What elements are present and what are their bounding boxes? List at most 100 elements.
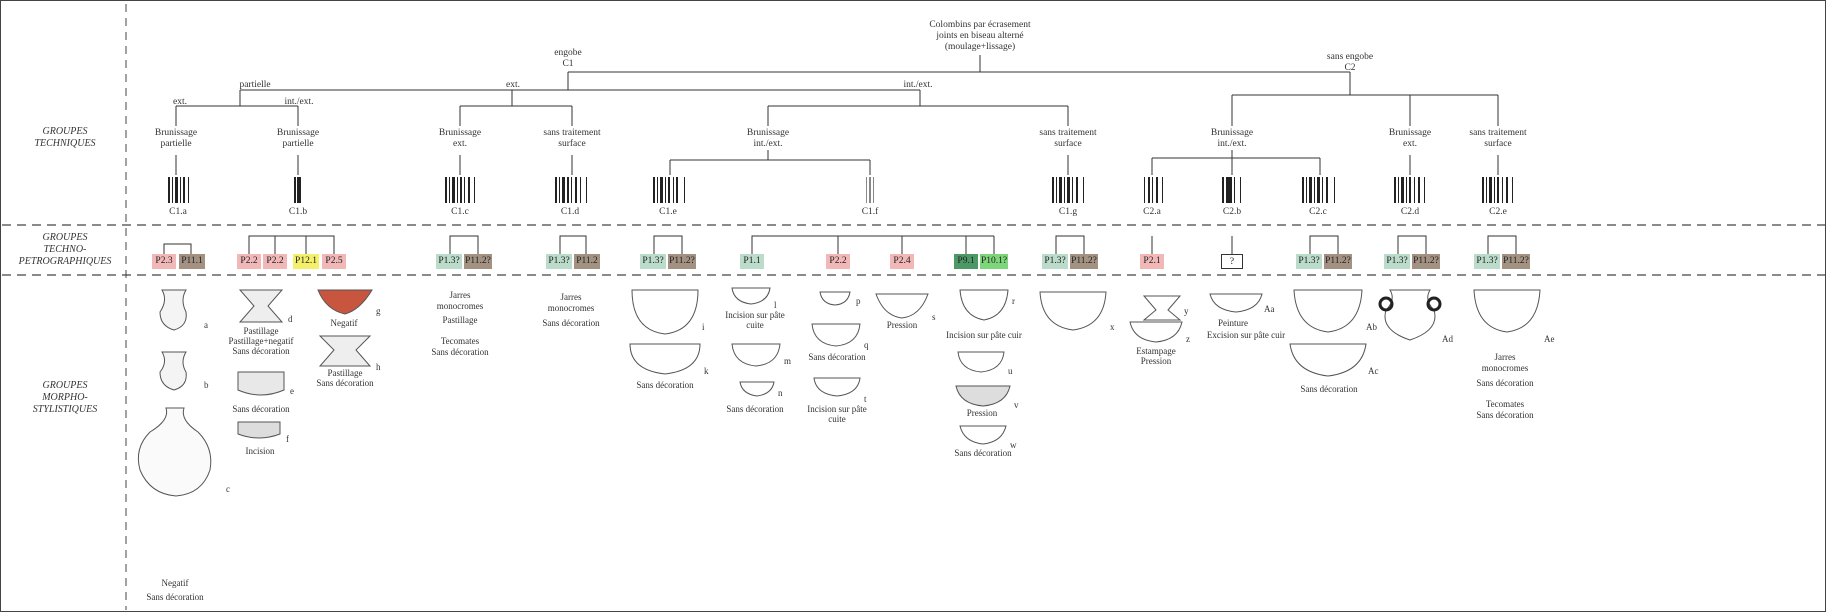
- vessel-caption: Pastillage: [327, 368, 363, 378]
- vessel-letter: e: [290, 386, 294, 396]
- vessel-letter: u: [1008, 366, 1013, 376]
- petro-box: P2.2: [237, 254, 261, 269]
- group-code: C1.d: [560, 207, 580, 217]
- side-label-line: TECHNO-: [43, 244, 87, 255]
- tech-line: Brunissage: [1210, 128, 1254, 138]
- group-code: C1.e: [659, 207, 677, 217]
- branch-int-ext-mid: int./ext.: [903, 80, 933, 90]
- tech-line: surface: [1484, 139, 1512, 149]
- morpho-text-c1d: Jarres monocromes Sans décoration: [538, 292, 604, 329]
- tech-line: Brunissage: [1388, 128, 1432, 138]
- tech-line: partielle: [160, 139, 192, 149]
- petro-box: P1.3?: [436, 254, 462, 269]
- vessel-caption: Sans décoration: [232, 404, 290, 414]
- morpho-line: monocromes: [436, 301, 484, 311]
- morpho-line: Sans décoration: [1476, 378, 1534, 388]
- vessel-letter: p: [856, 296, 861, 306]
- morpho-line: Jarres: [1494, 352, 1516, 362]
- morpho-text-c2e: Jarres monocromes Sans décoration Tecoma…: [1470, 352, 1540, 421]
- vessel-caption: cuite: [828, 414, 846, 424]
- group-code: C2.a: [1143, 207, 1161, 217]
- vessel-letter: a: [204, 320, 208, 330]
- vessel-caption: Pastillage+negatif: [228, 336, 294, 346]
- vessel-caption: Incision sur pâte cuir: [946, 330, 1022, 340]
- branch-partielle: partielle: [239, 80, 271, 90]
- vessel-letter: Ac: [1368, 366, 1379, 376]
- petro-box: P1.3?: [1296, 254, 1322, 269]
- side-label-line: STYLISTIQUES: [32, 404, 98, 415]
- vessel-letter: x: [1110, 322, 1115, 332]
- morpho-line: Pastillage: [442, 315, 478, 325]
- side-label-petrographiques: GROUPES TECHNO- PETROGRAPHIQUES: [10, 232, 120, 268]
- tech-line: ext.: [453, 139, 467, 149]
- vessel-caption: Incision sur pâte: [725, 310, 785, 320]
- vessel-letter: c: [226, 484, 230, 494]
- petro-box: ?: [1221, 254, 1243, 269]
- morpho-line: Jarres: [560, 292, 582, 302]
- group-code: C1.g: [1058, 207, 1078, 217]
- side-label-line: MORPHO-: [42, 392, 88, 403]
- vessel-letter: q: [864, 340, 869, 350]
- petro-box: P12.1: [293, 254, 319, 269]
- vessel-letter: g: [376, 306, 381, 316]
- petro-box: P1.3?: [1384, 254, 1410, 269]
- group-code: C2.c: [1309, 207, 1327, 217]
- group-code: C1.c: [451, 207, 469, 217]
- vessel-caption: Negatif: [330, 318, 358, 328]
- vessel-letter: s: [932, 312, 936, 322]
- tech-line: Brunissage: [438, 128, 482, 138]
- morpho-line: monocromes: [1481, 363, 1529, 373]
- tech-line: Brunissage: [746, 128, 790, 138]
- vessel-caption: Pression: [886, 320, 918, 330]
- vessel-caption: Sans décoration: [726, 404, 784, 414]
- vessel-caption: Sans décoration: [232, 346, 290, 356]
- vessel-letter: m: [784, 356, 792, 366]
- side-label-line: PETROGRAPHIQUES: [18, 256, 112, 267]
- vessel-caption: Incision: [245, 446, 275, 456]
- vessel-caption: Sans décoration: [1300, 384, 1358, 394]
- tech-line: sans traitement: [1469, 128, 1527, 138]
- tech-line: sans traitement: [1039, 128, 1097, 138]
- vessel-letter: Ae: [1544, 334, 1555, 344]
- vessel-letter: h: [376, 362, 381, 372]
- vessel-caption: Excision sur pâte cuir: [1206, 330, 1286, 340]
- side-label-line: GROUPES: [42, 126, 88, 137]
- branch-ext-mid: ext.: [506, 80, 520, 90]
- petro-box: P2.1: [1140, 254, 1164, 269]
- vessel-caption: Sans décoration: [954, 448, 1012, 458]
- vessel-letter: v: [1014, 400, 1019, 410]
- tech-line: sans traitement: [543, 128, 601, 138]
- morpho-line: Tecomates: [1485, 399, 1525, 409]
- morpho-line: Tecomates: [440, 336, 480, 346]
- sans-engobe-label: sans engobe C2: [1310, 52, 1390, 74]
- petro-box: P9.1: [954, 254, 978, 269]
- group-code: C2.d: [1400, 207, 1420, 217]
- petro-box: P1.3?: [640, 254, 666, 269]
- group-code: C2.e: [1489, 207, 1507, 217]
- vessel-caption: Sans décoration: [808, 352, 866, 362]
- vessel-caption: Pastillage: [243, 326, 279, 336]
- tech-line: Brunissage: [276, 128, 320, 138]
- vessel-caption: Pression: [1140, 356, 1172, 366]
- morpho-line: Jarres: [449, 290, 471, 300]
- side-label-line: GROUPES: [42, 232, 88, 243]
- petro-box: P2.3: [152, 254, 176, 269]
- group-code: C2.b: [1222, 207, 1242, 217]
- engobe-line: C1: [562, 59, 574, 69]
- engobe-label: engobe C1: [540, 48, 596, 70]
- petro-box: P2.2: [826, 254, 850, 269]
- vessel-letter: f: [286, 434, 289, 444]
- vessel-letter: d: [288, 314, 293, 324]
- petro-box: P11.2?: [1324, 254, 1352, 269]
- sans-engobe-line: C2: [1344, 63, 1356, 73]
- petro-box: P11.2?: [1412, 254, 1440, 269]
